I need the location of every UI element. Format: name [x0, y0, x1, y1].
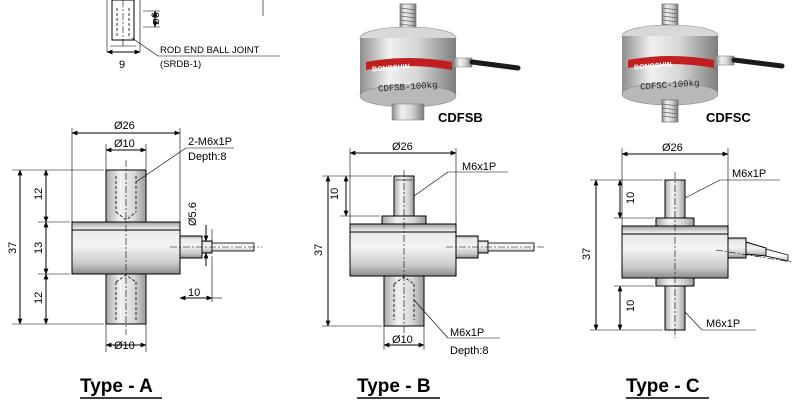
cdfsc-brand: BONGSHIN — [634, 61, 672, 71]
dim-9: 9 — [119, 59, 125, 71]
c-thread-bottom: M6x1P — [706, 318, 740, 330]
a-dim-12-bottom: 12 — [33, 292, 45, 304]
a-thread-depth: Depth:8 — [188, 151, 227, 163]
rod-end-label: ROD END BALL JOINT — [160, 45, 260, 56]
cdfsc-model: CDFSC-100kg — [640, 78, 700, 92]
b-dim-10: 10 — [329, 188, 341, 200]
a-dim-12-top: 12 — [33, 188, 45, 200]
type-c-title: Type - C — [626, 376, 700, 397]
cdfsb-model: CDFSB-100kg — [378, 80, 438, 94]
c-dim-10-top: 10 — [625, 192, 637, 204]
a-thread-note: 2-M6x1P — [188, 136, 232, 148]
cdfsb-caption: CDFSB — [438, 110, 483, 125]
type-a-title: Type - A — [80, 376, 153, 397]
drawing-type-c: Ø26 10 37 10 M6x1P M6x1P — [581, 142, 793, 399]
drawing-type-a: Ø26 Ø10 Ø5.6 2-M6x1P Depth:8 — [7, 120, 262, 399]
a-dim-phi5-6: Ø5.6 — [187, 202, 199, 226]
b-thread-top: M6x1P — [462, 161, 496, 173]
c-dim-37: 37 — [581, 248, 593, 260]
a-dim-phi10-top: Ø10 — [114, 138, 135, 150]
cdfsb-brand: BONGSHIN — [372, 63, 410, 73]
rod-end-fragment: ø6 9 ROD END BALL JOINT (SRDB-1) — [106, 0, 280, 71]
a-dim-37: 37 — [7, 242, 19, 254]
cdfsc-caption: CDFSC — [706, 110, 751, 125]
b-dim-phi26: Ø26 — [392, 141, 413, 153]
c-dim-phi26: Ø26 — [662, 142, 683, 154]
c-dim-10-bottom: 10 — [625, 300, 637, 312]
b-thread-bottom: M6x1P — [450, 327, 484, 339]
a-dim-10: 10 — [188, 287, 200, 299]
rod-end-part-label: (SRDB-1) — [160, 59, 201, 70]
a-dim-13: 13 — [33, 242, 45, 254]
photo-cdfsb: BONGSHIN CDFSB-100kg CDFSB — [359, 3, 521, 125]
a-dim-phi26: Ø26 — [114, 120, 135, 132]
c-thread-top: M6x1P — [732, 168, 766, 180]
a-dim-phi10-bottom: Ø10 — [114, 340, 135, 352]
b-dim-phi10: Ø10 — [392, 334, 413, 346]
photo-cdfsc: BONGSHIN CDFSC-100kg CDFSC — [621, 3, 785, 125]
b-dim-37: 37 — [313, 244, 325, 256]
dim-phi6: ø6 — [150, 12, 162, 25]
type-b-title: Type - B — [357, 376, 431, 397]
b-thread-depth: Depth:8 — [450, 345, 489, 357]
drawing-type-b: Ø26 10 37 M6x1P M6x — [313, 141, 546, 399]
